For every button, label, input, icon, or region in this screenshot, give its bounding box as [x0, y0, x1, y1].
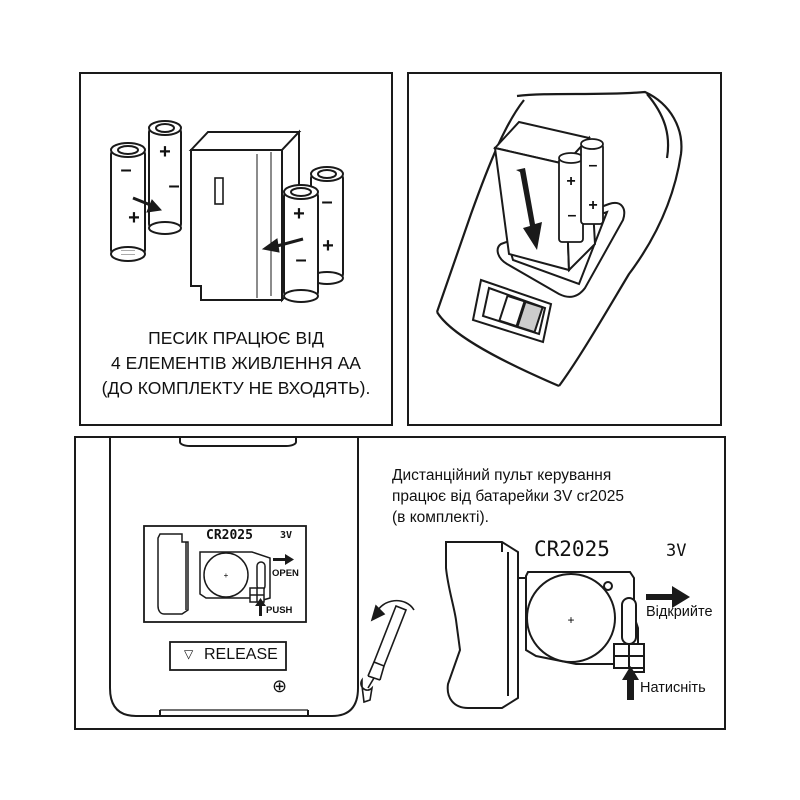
big-arrows — [622, 586, 690, 700]
minus-sign-left-front: – — [120, 159, 131, 181]
battery-illustration: + – – + + – – + — [110, 120, 344, 303]
battery-compartment-panel: + – – + — [407, 72, 722, 426]
big-latch — [445, 541, 526, 709]
plus-sign-right-front: + — [293, 203, 305, 225]
small-push-label: PUSH — [266, 605, 293, 616]
insert-down-arrow — [516, 168, 542, 250]
remote-illustration: + — [109, 438, 690, 717]
caption-line-1: ПЕСИК ПРАЦЮЄ ВІД — [148, 328, 324, 348]
polarity-signs: + – – + + – – + — [120, 141, 333, 271]
release-triangle-icon: ▽ — [184, 647, 194, 661]
small-arrows — [255, 554, 294, 616]
description-line-2: працює від батарейки 3V cr2025 — [392, 488, 625, 505]
minus-sign-right-back: – — [321, 191, 332, 213]
small-model-label: CR2025 — [206, 528, 253, 543]
battery-left-front — [110, 142, 146, 262]
svg-text:–: – — [568, 207, 577, 224]
big-coin-plus: + — [567, 613, 574, 627]
description-line-1: Дистанційний пульт керування — [392, 467, 612, 484]
small-voltage-label: 3V — [280, 530, 293, 541]
press-label: Натисніть — [640, 680, 706, 696]
battery-caption: ПЕСИК ПРАЦЮЄ ВІД 4 ЕЛЕМЕНТІВ ЖИВЛЕННЯ АА… — [81, 326, 391, 401]
screwdriver-icon — [360, 599, 415, 704]
plus-sign-left-back: + — [159, 141, 171, 163]
battery-left-back — [148, 120, 182, 235]
open-label: Відкрийте — [646, 604, 713, 620]
battery-instructions-panel: + – – + + – – + ПЕСИК ПРАЦЮЄ ВІД 4 ЕЛЕМЕ… — [79, 72, 393, 426]
caption-line-2: 4 ЕЛЕМЕНТІВ ЖИВЛЕННЯ АА — [111, 353, 361, 373]
big-model-label: CR2025 — [534, 537, 610, 561]
battery-right-front — [283, 184, 319, 303]
minus-sign-right-front: – — [295, 249, 306, 271]
release-label: RELEASE — [204, 646, 278, 663]
batteries-inside — [558, 138, 604, 243]
big-voltage-label: 3V — [666, 541, 687, 561]
remote-battery-panel: + — [74, 436, 726, 730]
svg-text:–: – — [589, 157, 598, 174]
screw-icon: ⊕ — [272, 676, 288, 696]
plus-sign-right-back: + — [322, 235, 334, 257]
remote-description: Дистанційний пульт керування працює від … — [392, 465, 624, 528]
insert-arrow-right — [261, 237, 304, 253]
big-coin-holder — [525, 571, 645, 673]
small-coin-plus: + — [224, 571, 229, 580]
small-open-label: OPEN — [272, 568, 299, 579]
plus-sign-left-front: + — [128, 207, 140, 229]
battery-box — [188, 129, 302, 303]
compartment-polarity-signs: + – – + — [566, 157, 597, 224]
svg-text:+: + — [566, 173, 575, 190]
release-button — [169, 641, 287, 671]
compartment-illustration: + – – + — [435, 90, 683, 388]
description-line-3: (в комплекті). — [392, 509, 489, 526]
small-coin-holder — [199, 551, 271, 603]
small-latch — [157, 533, 189, 615]
power-switch — [471, 278, 553, 344]
dog-body-outline — [435, 90, 683, 388]
caption-line-3: (ДО КОМПЛЕКТУ НЕ ВХОДЯТЬ). — [101, 378, 371, 398]
insert-arrow-left — [132, 196, 162, 213]
svg-text:+: + — [588, 197, 597, 214]
minus-sign-left-back: – — [168, 175, 179, 197]
